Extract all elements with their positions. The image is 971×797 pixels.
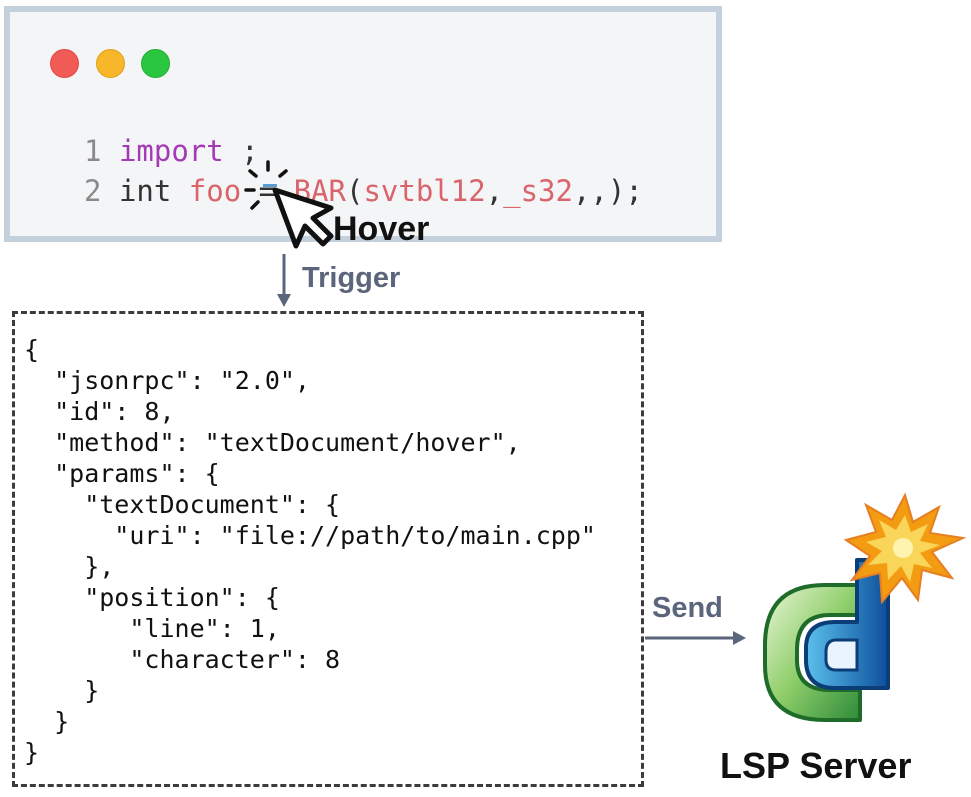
json-line: }, <box>24 552 115 581</box>
line-number: 2 <box>84 174 102 208</box>
hover-highlight <box>263 184 277 187</box>
explosion-icon <box>843 492 967 605</box>
maximize-window-button[interactable] <box>141 49 170 78</box>
clangd-logo-icon <box>763 558 890 722</box>
code-keyword: import <box>118 134 224 168</box>
close-window-button[interactable] <box>50 49 79 78</box>
json-line: } <box>24 676 100 705</box>
click-spark-icon <box>244 160 288 210</box>
trigger-label: Trigger <box>302 262 401 294</box>
json-line: "position": { <box>24 583 280 612</box>
code-arg: svtbl12 <box>363 174 486 208</box>
cursor-click-icon <box>272 187 334 249</box>
json-line: "jsonrpc": "2.0", <box>24 366 310 395</box>
code-identifier: foo <box>188 174 242 208</box>
code-sep: , <box>485 174 504 208</box>
hover-label: Hover <box>333 210 430 248</box>
trigger-arrowhead <box>277 294 291 307</box>
code-arg: _s32 <box>503 174 573 208</box>
code-type: int <box>118 174 172 208</box>
json-line: "textDocument": { <box>24 490 341 519</box>
json-line: } <box>24 738 40 767</box>
code-text: ; <box>223 134 259 168</box>
json-line: "method": "textDocument/hover", <box>24 428 521 457</box>
editor-window: 1 import ; 2 int foo = BAR(svtbl12,_s32,… <box>4 6 722 242</box>
code-line-2: 2 int foo = BAR(svtbl12,_s32,,); <box>84 174 643 208</box>
json-line: "id": 8, <box>24 397 175 426</box>
send-arrowhead <box>733 631 746 645</box>
code-tail: ,,); <box>572 174 643 208</box>
json-line: "uri": "file://path/to/main.cpp" <box>24 521 596 550</box>
minimize-window-button[interactable] <box>96 49 125 78</box>
line-number: 1 <box>84 134 102 168</box>
send-label: Send <box>652 592 723 624</box>
lsp-request-panel: { "jsonrpc": "2.0", "id": 8, "method": "… <box>12 311 644 787</box>
json-line: "params": { <box>24 459 220 488</box>
json-line: "line": 1, <box>24 614 280 643</box>
lsp-server-label: LSP Server <box>720 745 912 786</box>
code-operator[interactable]: = <box>241 174 294 208</box>
json-line: } <box>24 707 70 736</box>
code-paren: ( <box>345 174 364 208</box>
json-line: { <box>24 335 40 364</box>
json-line: "character": 8 <box>24 645 341 674</box>
code-line-1: 1 import ; <box>84 134 259 168</box>
